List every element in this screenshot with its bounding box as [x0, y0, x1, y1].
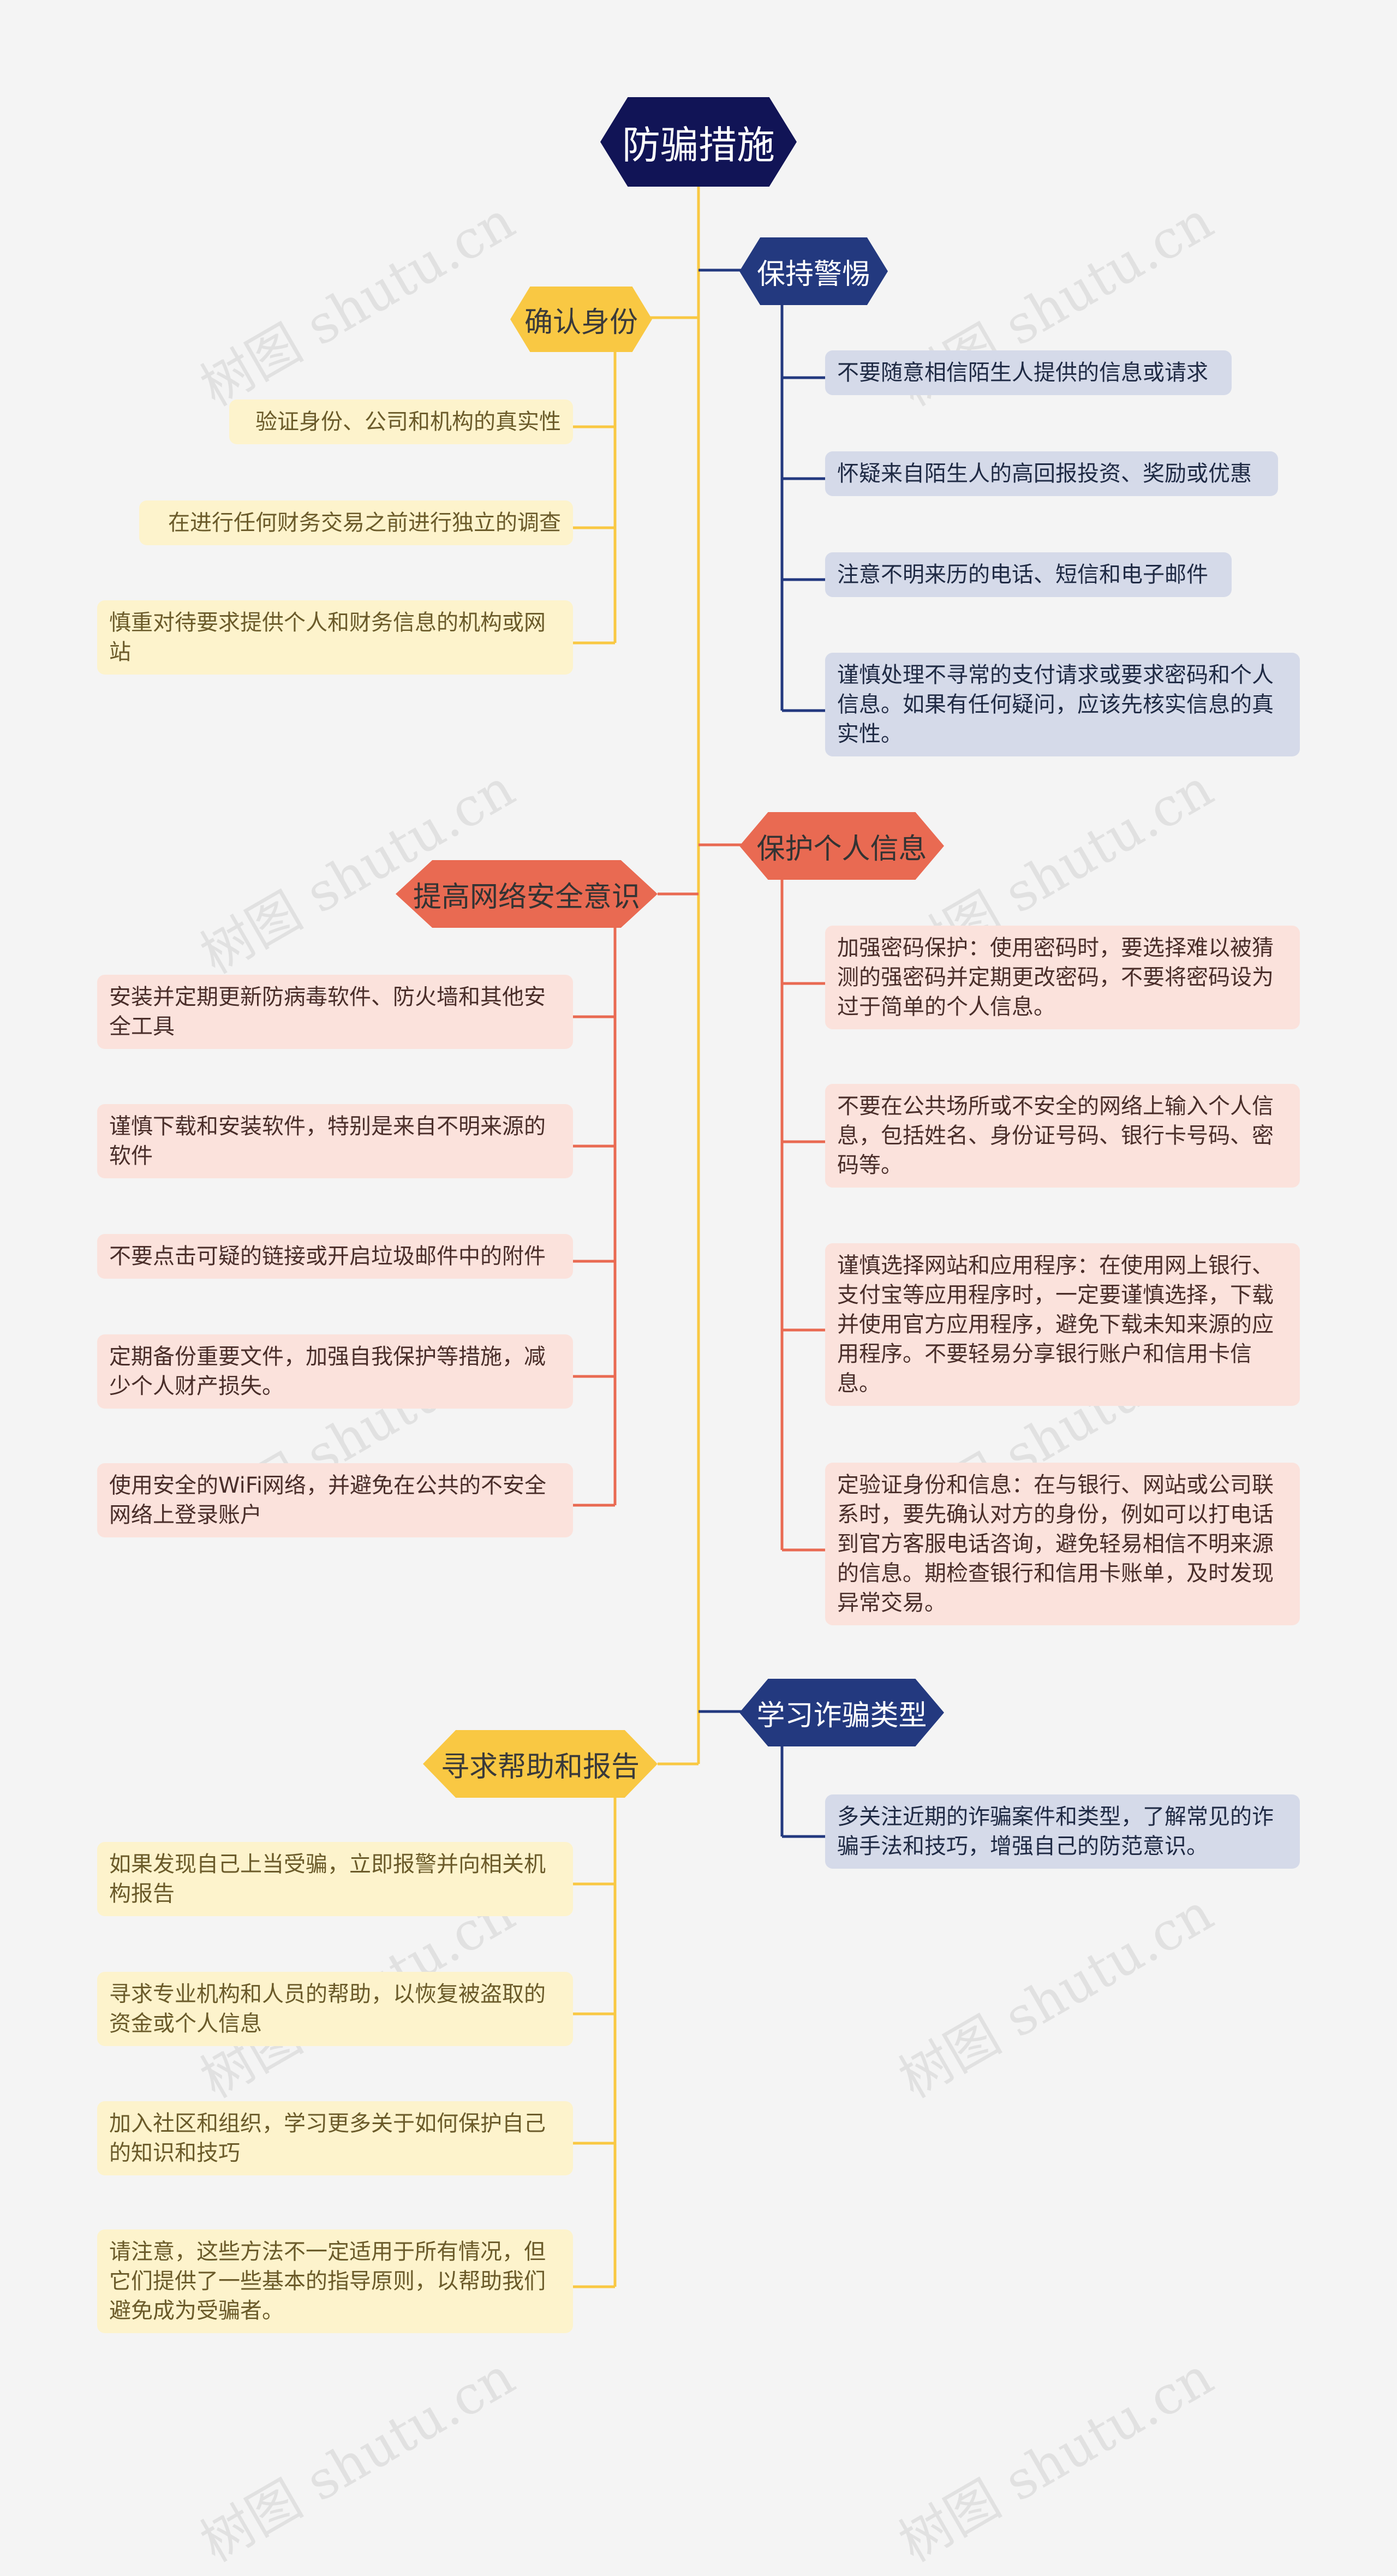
- branch-node-seek-help[interactable]: 寻求帮助和报告: [423, 1730, 658, 1798]
- leaf-node[interactable]: 使用安全的WiFi网络，并避免在公共的不安全网络上登录账户: [97, 1463, 573, 1537]
- branch-node-network-security[interactable]: 提高网络安全意识: [396, 860, 658, 928]
- leaf-node[interactable]: 在进行任何财务交易之前进行独立的调查: [139, 500, 573, 545]
- connector-lines: [573, 186, 825, 2288]
- leaf-node[interactable]: 怀疑来自陌生人的高回报投资、奖励或优惠: [825, 451, 1278, 496]
- leaf-node[interactable]: 如果发现自己上当受骗，立即报警并向相关机构报告: [97, 1842, 573, 1916]
- leaf-node[interactable]: 安装并定期更新防病毒软件、防火墙和其他安全工具: [97, 975, 573, 1049]
- leaf-node[interactable]: 谨慎选择网站和应用程序：在使用网上银行、支付宝等应用程序时，一定要谨慎选择，下载…: [825, 1243, 1300, 1406]
- branch-node-confirm-identity[interactable]: 确认身份: [510, 287, 652, 352]
- leaf-node[interactable]: 不要在公共场所或不安全的网络上输入个人信息，包括姓名、身份证号码、银行卡号码、密…: [825, 1084, 1300, 1188]
- leaf-node[interactable]: 验证身份、公司和机构的真实性: [229, 399, 573, 444]
- leaf-node[interactable]: 加入社区和组织，学习更多关于如何保护自己的知识和技巧: [97, 2101, 573, 2175]
- branch-node-stay-alert[interactable]: 保持警惕: [739, 237, 888, 305]
- leaf-node[interactable]: 注意不明来历的电话、短信和电子邮件: [825, 552, 1232, 597]
- leaf-node[interactable]: 定期备份重要文件，加强自我保护等措施，减少个人财产损失。: [97, 1334, 573, 1409]
- leaf-node[interactable]: 不要随意相信陌生人提供的信息或请求: [825, 350, 1232, 395]
- leaf-node[interactable]: 慎重对待要求提供个人和财务信息的机构或网站: [97, 600, 573, 675]
- leaf-node[interactable]: 请注意，这些方法不一定适用于所有情况，但它们提供了一些基本的指导原则，以帮助我们…: [97, 2229, 573, 2333]
- leaf-node[interactable]: 谨慎处理不寻常的支付请求或要求密码和个人信息。如果有任何疑问，应该先核实信息的真…: [825, 653, 1300, 756]
- root-node[interactable]: 防骗措施: [600, 97, 797, 187]
- leaf-node[interactable]: 多关注近期的诈骗案件和类型，了解常见的诈骗手法和技巧，增强自己的防范意识。: [825, 1794, 1300, 1869]
- leaf-node[interactable]: 加强密码保护：使用密码时，要选择难以被猜测的强密码并定期更改密码，不要将密码设为…: [825, 926, 1300, 1029]
- branch-node-learn-scam-types[interactable]: 学习诈骗类型: [739, 1679, 944, 1746]
- leaf-node[interactable]: 谨慎下载和安装软件，特别是来自不明来源的软件: [97, 1104, 573, 1178]
- leaf-node[interactable]: 定验证身份和信息：在与银行、网站或公司联系时，要先确认对方的身份，例如可以打电话…: [825, 1463, 1300, 1625]
- branch-node-protect-personal-info[interactable]: 保护个人信息: [739, 812, 944, 880]
- leaf-node[interactable]: 寻求专业机构和人员的帮助，以恢复被盗取的资金或个人信息: [97, 1972, 573, 2046]
- leaf-node[interactable]: 不要点击可疑的链接或开启垃圾邮件中的附件: [97, 1234, 573, 1279]
